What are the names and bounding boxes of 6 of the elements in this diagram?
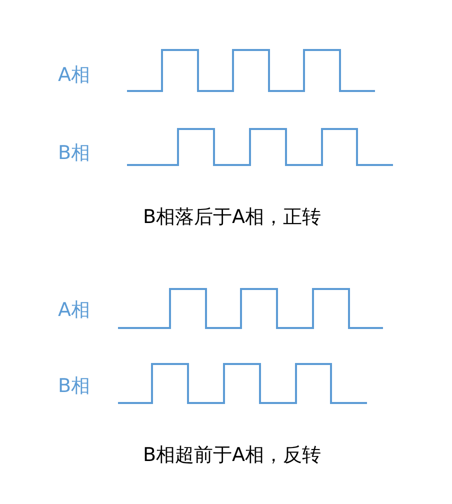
signal-label: A相 [58,63,90,88]
caption-text: B相落后于A相，正转 [143,205,322,230]
signal-label: B相 [58,141,90,166]
signal-label: A相 [58,298,90,323]
caption-text: B相超前于A相，反转 [143,443,322,468]
signal-label: B相 [58,374,90,399]
